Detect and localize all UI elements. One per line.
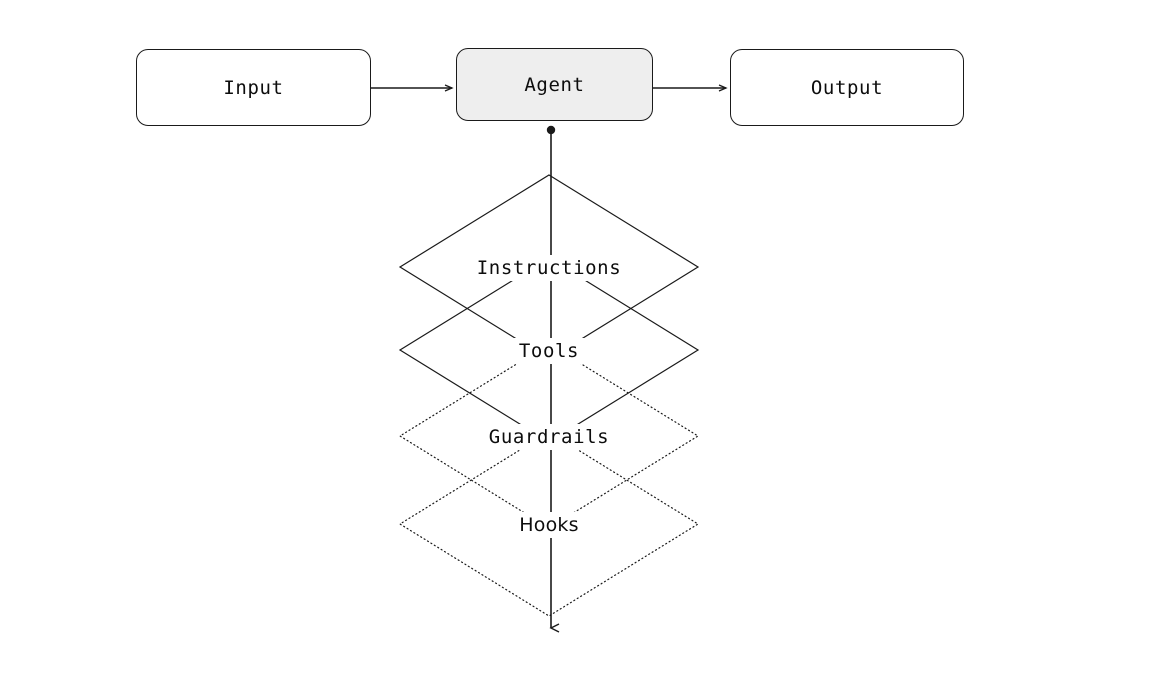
connector-dot [546,125,556,135]
layer-label-tools: Tools [511,338,587,364]
node-output[interactable]: Output [730,49,964,126]
node-agent[interactable]: Agent [456,48,653,121]
layer-label-hooks: Hooks [512,512,586,538]
layer-label-guardrails: Guardrails [481,424,617,450]
layer-label-instructions: Instructions [469,255,629,281]
node-input[interactable]: Input [136,49,371,126]
